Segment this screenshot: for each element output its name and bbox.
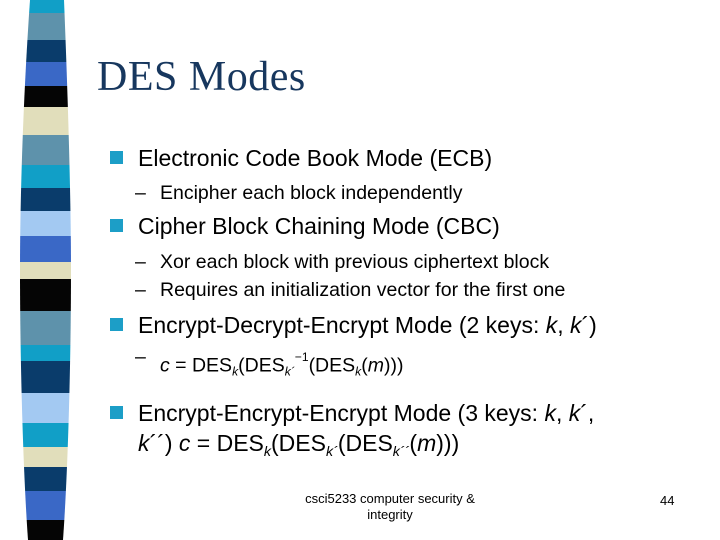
sub-bullet-dash-icon: – — [135, 346, 146, 368]
bullet-text-line: Xor each block with previous ciphertext … — [160, 251, 550, 273]
bullet-text: c = DESk(DESk´−1(DESk(m))) — [160, 344, 700, 386]
bullet-item: Encrypt-Decrypt-Encrypt Mode (2 keys: k,… — [100, 310, 700, 340]
stripe-band-navy — [20, 467, 71, 491]
sub-bullet-item: –Encipher each block independently — [100, 180, 700, 207]
sub-bullet-item: –c = DESk(DESk´−1(DESk(m))) — [100, 344, 700, 386]
stripe-band-cyan — [20, 423, 71, 447]
footer-text: csci5233 computer security & integrity — [280, 491, 500, 523]
bullet-text-line: k´´) c = DESk(DESk´(DESk´´(m))) — [138, 429, 460, 460]
sub-bullet-dash-icon: – — [135, 182, 146, 204]
stripe-band-cyan — [20, 0, 71, 13]
bullet-text-line: c = DESk(DESk´−1(DESk(m))) — [160, 350, 404, 379]
bullet-text: Electronic Code Book Mode (ECB) — [138, 143, 700, 173]
bullet-item: Cipher Block Chaining Mode (CBC) — [100, 211, 700, 241]
bullet-square-icon — [110, 219, 123, 232]
sub-bullet-dash-icon: – — [135, 279, 146, 301]
stripe-band-royal — [20, 491, 71, 520]
bullet-item: Encrypt-Encrypt-Encrypt Mode (3 keys: k,… — [100, 398, 700, 467]
bullet-text: Encrypt-Decrypt-Encrypt Mode (2 keys: k,… — [138, 310, 700, 340]
stripe-band-cream — [20, 262, 71, 279]
sub-bullet-item: –Requires an initialization vector for t… — [100, 277, 700, 304]
footer-line-2: integrity — [367, 507, 413, 522]
bullet-text-line: Encipher each block independently — [160, 182, 463, 204]
footer-line-1: csci5233 computer security & — [305, 491, 475, 506]
bullet-square-icon — [110, 318, 123, 331]
stripe-band-navy — [20, 361, 71, 393]
stripe-band-royal — [20, 236, 71, 262]
decorative-stripe — [20, 0, 71, 540]
bullet-text-line: Requires an initialization vector for th… — [160, 279, 566, 301]
bullet-text-line: Electronic Code Book Mode (ECB) — [138, 145, 493, 171]
bullet-text: Encipher each block independently — [160, 180, 700, 207]
bullet-text-line: Encrypt-Encrypt-Encrypt Mode (3 keys: k,… — [138, 399, 595, 426]
stripe-band-navy — [20, 40, 71, 62]
sub-bullet-item: –Xor each block with previous ciphertext… — [100, 249, 700, 276]
stripe-band-lightblue — [20, 211, 71, 236]
stripe-band-steel — [20, 13, 71, 40]
stripe-band-cream — [20, 447, 71, 467]
stripe-band-cyan — [20, 345, 71, 361]
stripe-band-steel — [20, 135, 71, 165]
stripe-band-cyan — [20, 165, 71, 188]
bullet-text: Encrypt-Encrypt-Encrypt Mode (3 keys: k,… — [138, 398, 700, 467]
sub-bullet-dash-icon: – — [135, 251, 146, 273]
stripe-band-cream — [20, 107, 71, 135]
bullet-text-line: Encrypt-Decrypt-Encrypt Mode (2 keys: k,… — [138, 312, 597, 338]
stripe-band-black — [20, 279, 71, 311]
bullet-text: Xor each block with previous ciphertext … — [160, 249, 700, 276]
stripe-band-lightblue — [20, 393, 71, 423]
bullet-text-line: Cipher Block Chaining Mode (CBC) — [138, 213, 500, 239]
stripe-band-royal — [20, 62, 71, 86]
stripe-band-black — [20, 520, 71, 540]
bullet-list: Electronic Code Book Mode (ECB)–Encipher… — [100, 143, 700, 466]
page-number: 44 — [660, 493, 675, 508]
stripe-band-navy — [20, 188, 71, 211]
bullet-item: Electronic Code Book Mode (ECB) — [100, 143, 700, 173]
bullet-square-icon — [110, 151, 123, 164]
bullet-text: Requires an initialization vector for th… — [160, 277, 700, 304]
bullet-square-icon — [110, 405, 123, 419]
stripe-band-black — [20, 86, 71, 107]
stripe-band-steel — [20, 311, 71, 345]
slide-title: DES Modes — [97, 54, 306, 100]
bullet-text: Cipher Block Chaining Mode (CBC) — [138, 211, 700, 241]
